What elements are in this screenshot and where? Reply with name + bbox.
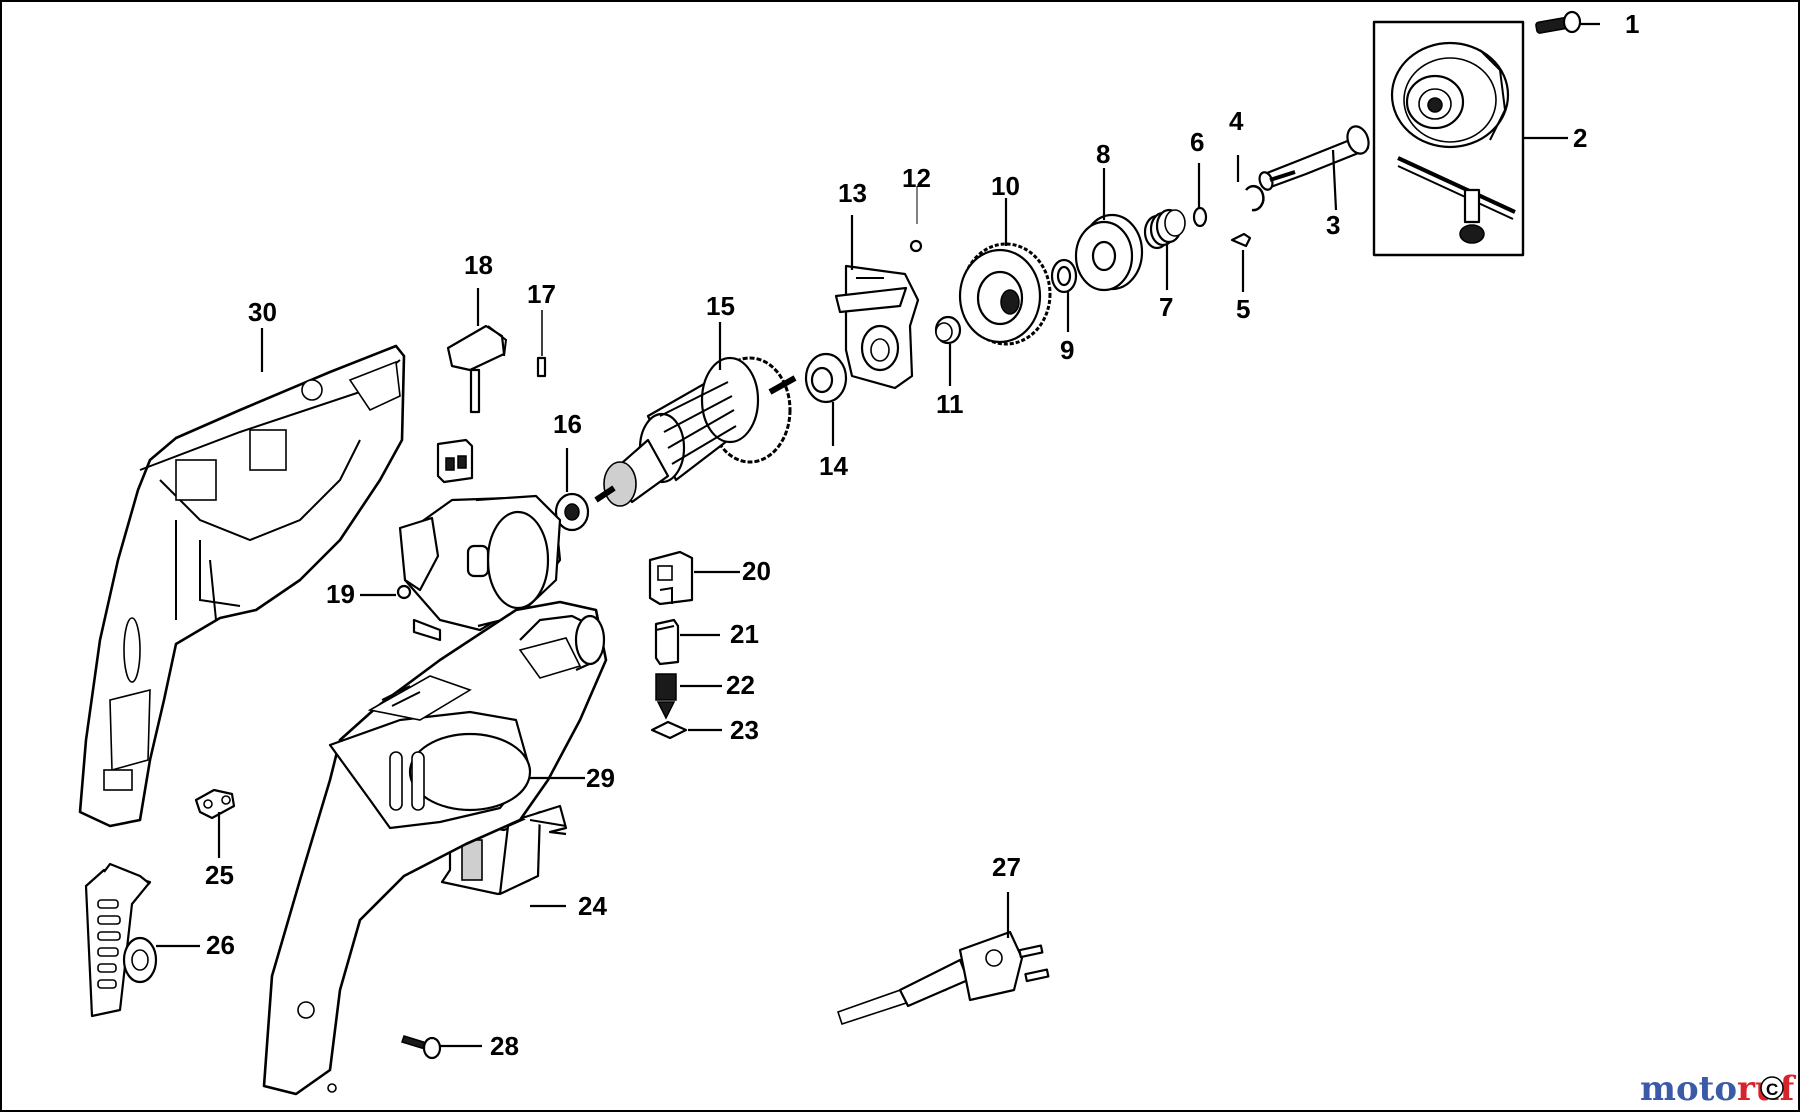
part-30-housing-left	[78, 328, 406, 828]
callout-9: 9	[1060, 335, 1074, 365]
callout-25: 25	[205, 860, 234, 890]
part-10-gear	[958, 198, 1052, 346]
part-25-clip	[194, 788, 236, 858]
callout-30: 30	[248, 297, 277, 327]
callout-4: 4	[1229, 106, 1244, 136]
part-9-washer	[1050, 258, 1078, 332]
callout-29: 29	[586, 763, 615, 793]
callout-1: 1	[1625, 9, 1639, 39]
callout-19: 19	[326, 579, 355, 609]
callout-24: 24	[578, 891, 607, 921]
callout-28: 28	[490, 1031, 519, 1061]
part-5-key	[1230, 232, 1252, 292]
part-26-cord-protector	[84, 862, 200, 1018]
callout-15: 15	[706, 291, 735, 321]
callout-26: 26	[206, 930, 235, 960]
callout-16: 16	[553, 409, 582, 439]
part-17-screw	[536, 310, 547, 378]
callout-22: 22	[726, 670, 755, 700]
callout-labels: 1 2 3 4 5 6 7 8 9 10 11 12 13 14 15 16 1…	[205, 9, 1639, 1061]
callout-27: 27	[992, 852, 1021, 882]
part-27-plug	[836, 892, 1050, 1026]
part-2-chuck-and-key	[1372, 20, 1568, 257]
callout-8: 8	[1096, 139, 1110, 169]
part-21-brush-cap	[654, 618, 720, 666]
part-16-bearing	[554, 448, 590, 532]
part-1-screw	[1535, 10, 1600, 34]
part-14-bearing	[804, 352, 848, 446]
part-23-plate	[650, 720, 722, 740]
brush-box	[436, 438, 474, 484]
callout-6: 6	[1190, 127, 1204, 157]
callout-12: 12	[902, 163, 931, 193]
part-18-knob	[446, 288, 508, 414]
part-12-ball	[909, 186, 923, 253]
part-15-armature	[594, 322, 797, 507]
part-13-gear-plate	[834, 215, 920, 390]
callout-17: 17	[527, 279, 556, 309]
part-19-stator	[360, 494, 562, 642]
callout-5: 5	[1236, 294, 1250, 324]
part-20-brush-holder	[648, 550, 740, 606]
callout-13: 13	[838, 178, 867, 208]
watermark-logo: motoruf .de C	[1640, 1069, 1797, 1109]
copyright-mark: C	[1766, 1080, 1778, 1099]
callout-14: 14	[819, 451, 848, 481]
callout-7: 7	[1159, 292, 1173, 322]
callout-20: 20	[742, 556, 771, 586]
callout-11: 11	[936, 389, 964, 419]
part-3-spindle	[1258, 125, 1370, 211]
part-11-sleeve	[934, 315, 962, 386]
logo-text-part1: moto	[1640, 1069, 1737, 1109]
part-7-spring	[1143, 208, 1186, 290]
part-22-carbon-brush	[655, 673, 722, 720]
callout-2: 2	[1573, 123, 1587, 153]
copyright-circle-icon	[1760, 1076, 1784, 1100]
part-29-housing-right	[262, 600, 608, 1096]
callout-23: 23	[730, 715, 759, 745]
part-28-screw	[401, 1035, 482, 1060]
callout-21: 21	[730, 619, 759, 649]
part-6-ring	[1192, 163, 1208, 228]
callout-3: 3	[1326, 210, 1340, 240]
part-8-bearing	[1074, 168, 1144, 292]
callout-10: 10	[991, 171, 1020, 201]
part-4-circlip	[1236, 155, 1265, 212]
svg-text:motoruf: motoruf	[1640, 1069, 1797, 1109]
callout-18: 18	[464, 250, 493, 280]
